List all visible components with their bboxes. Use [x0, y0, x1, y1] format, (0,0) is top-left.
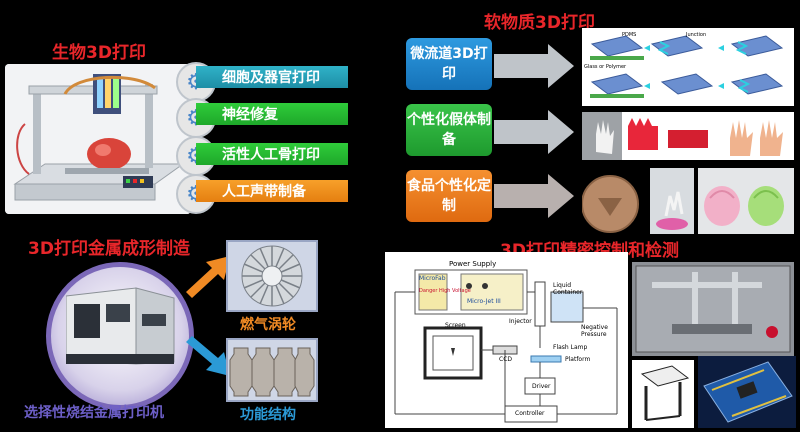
- turbine-image: [226, 240, 318, 312]
- bio-item-cell-organ: 细胞及器官打印: [196, 66, 348, 88]
- screen-label: Screen: [445, 322, 466, 329]
- microfluidic-image: PDMS Junction Glass or Polymer: [582, 28, 794, 106]
- controller-label: Controller: [515, 410, 545, 417]
- food-image: [581, 168, 794, 234]
- arrow-down-right-icon: [186, 336, 230, 376]
- prosthesis-image: [582, 112, 794, 160]
- pdms-label: PDMS: [622, 32, 636, 38]
- driver-label: Driver: [532, 383, 551, 390]
- soft-item-microfluidic: 微流道3D打印: [406, 38, 492, 90]
- circuit-board-illustration: [703, 361, 793, 423]
- bio-item-bone-printing: 活性人工骨打印: [196, 143, 348, 165]
- mechanism-image: [632, 360, 694, 428]
- metal-machine-label: 选择性烧结金属打印机: [24, 405, 164, 421]
- glass-label: Glass or Polymer: [584, 64, 627, 70]
- platform-label: Platform: [565, 356, 591, 363]
- ccd-label: CCD: [499, 356, 512, 363]
- microfluidic-illustration: PDMS Junction Glass or Polymer: [584, 32, 784, 98]
- arrow-up-right-icon: [186, 256, 230, 298]
- bio-item-vocal-cord: 人工声带制备: [196, 180, 348, 202]
- circuit-board-image: [698, 356, 796, 428]
- apparatus-photo: [632, 262, 794, 356]
- power-supply-label: Power Supply: [449, 260, 497, 268]
- structure-label: 功能结构: [240, 407, 296, 423]
- control-schematic: Power Supply MicroFab Danger High Voltag…: [385, 252, 628, 428]
- bio-title: 生物3D打印: [52, 43, 146, 63]
- soft-item-prosthesis: 个性化假体制备: [406, 104, 492, 156]
- apparatus-illustration: [632, 262, 794, 356]
- negative-pressure-label: Negative Pressure: [581, 324, 608, 338]
- metal-printer-illustration: [65, 287, 175, 365]
- arrow-right-icon: [494, 174, 574, 218]
- schematic-lines: [394, 269, 618, 423]
- turbine-label: 燃气涡轮: [240, 317, 296, 333]
- soft-title: 软物质3D打印: [484, 13, 595, 33]
- arrow-right-icon: [494, 110, 574, 154]
- prosthesis-illustration: [582, 112, 783, 160]
- structure-illustration: [229, 347, 315, 397]
- device-model-label: Micro-Jet III: [467, 298, 501, 305]
- metal-title: 3D打印金属成形制造: [28, 239, 190, 259]
- junction-label: Junction: [685, 32, 706, 38]
- soft-item-food: 食品个性化定制: [406, 170, 492, 222]
- structure-image: [226, 338, 318, 402]
- turbine-illustration: [241, 245, 303, 307]
- device-warning-label: Danger High Voltage: [419, 288, 471, 294]
- bio-printer-illustration: [5, 64, 191, 214]
- food-illustration: [581, 168, 794, 234]
- liquid-container-label: Liquid Container: [553, 282, 583, 296]
- arrow-right-icon: [494, 44, 574, 88]
- bio-printer-image: [5, 64, 191, 214]
- metal-machine-image: [65, 284, 176, 368]
- injector-label: Injector: [509, 318, 532, 325]
- device-brand-label: MicroFab: [419, 275, 446, 282]
- flash-lamp-label: Flash Lamp: [553, 344, 588, 351]
- bio-item-nerve-repair: 神经修复: [196, 103, 348, 125]
- mechanism-illustration: [640, 365, 690, 421]
